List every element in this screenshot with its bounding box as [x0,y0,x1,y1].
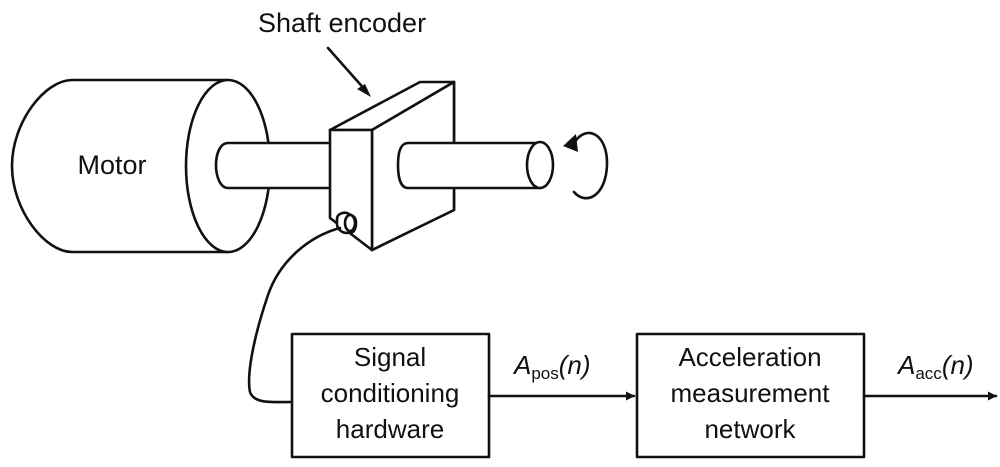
acceleration-network-line-2: measurement [671,378,831,408]
signal-conditioning-line-1: Signal [354,342,426,372]
encoder-connector-face [343,213,357,233]
rotation-arrow [563,131,609,200]
acceleration-network-block: Acceleration measurement network [635,332,866,459]
acceleration-network-line-3: network [704,414,796,444]
shaft-right [396,140,555,190]
signal-conditioning-line-3: hardware [336,414,444,444]
motor: Motor [10,78,272,254]
encoder-cable [247,226,342,404]
signal-label-pos: Apos(n) [512,350,591,383]
acceleration-network-line-1: Acceleration [678,342,821,372]
signal-conditioning-line-2: conditioning [321,378,460,408]
shaft-end-face [525,140,555,190]
motor-label: Motor [77,150,146,180]
signal-conditioning-block: Signal conditioning hardware [290,332,491,459]
shaft-left [214,141,337,190]
shaft-encoder-label: Shaft encoder [258,8,426,38]
signal-label-acc: Aacc(n) [896,350,974,383]
shaft-encoder-leader-arrow [326,46,371,97]
